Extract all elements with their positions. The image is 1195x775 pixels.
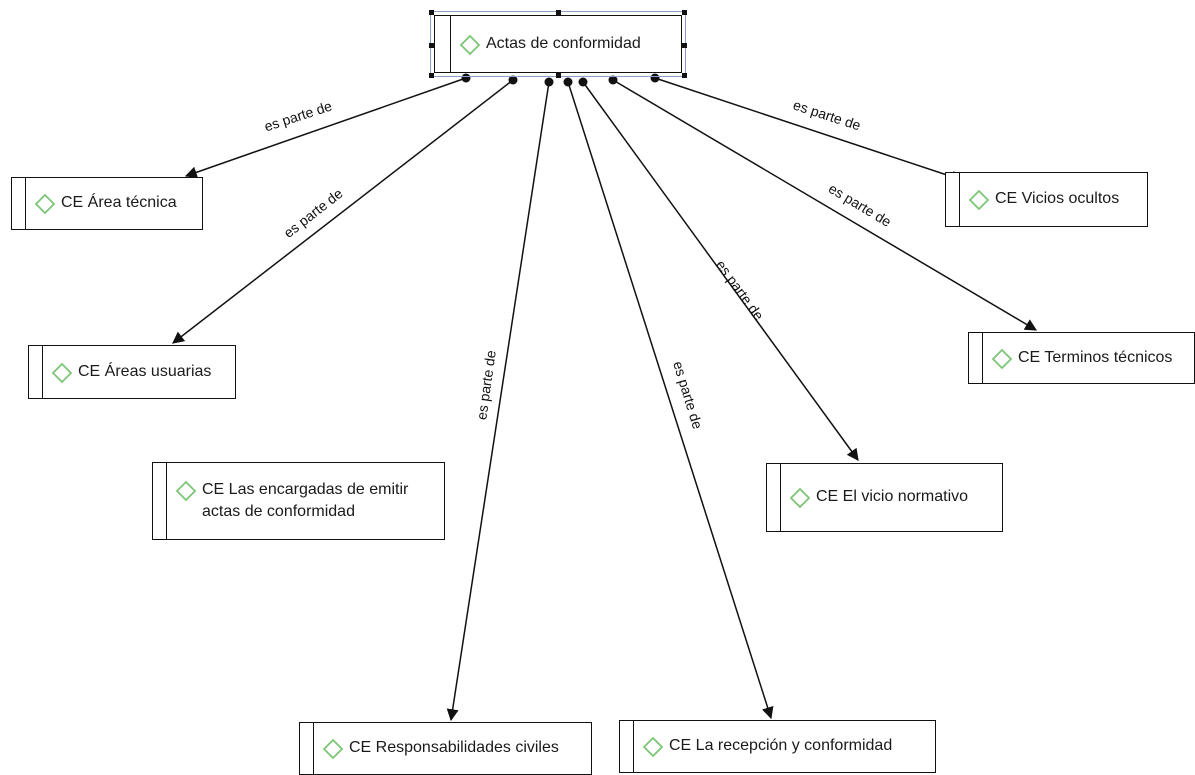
edge-line[interactable] (582, 81, 859, 461)
root-node[interactable]: Actas de conformidad (429, 10, 687, 78)
node-bar (633, 721, 634, 772)
diamond-icon (642, 736, 664, 758)
node-label: CE Terminos técnicos (1018, 348, 1173, 366)
diamond-icon (968, 189, 990, 211)
edge-line[interactable] (654, 77, 964, 183)
resize-handle[interactable] (429, 43, 434, 48)
node-label: CE El vicio normativo (816, 488, 969, 505)
node-encargadas[interactable]: CE Las encargadas de emitir actas de con… (152, 462, 445, 540)
node-label: CE Área técnica (61, 194, 177, 211)
resize-handle[interactable] (682, 43, 687, 48)
edge-line[interactable] (567, 81, 774, 720)
diamond-icon (991, 348, 1013, 369)
node-vicios-ocultos[interactable]: CE Vicios ocultos (945, 172, 1148, 227)
diamond-icon (34, 193, 56, 215)
diamond-icon (789, 487, 811, 509)
resize-handle[interactable] (556, 73, 561, 78)
diamond-icon (51, 362, 73, 383)
edge-anchor-dot (544, 77, 554, 87)
node-label: CE Vicios ocultos (995, 190, 1120, 207)
node-bar (959, 173, 960, 226)
edge-line[interactable] (446, 81, 550, 722)
resize-handle[interactable] (682, 73, 687, 78)
node-bar (25, 178, 26, 229)
node-vicio-normativo[interactable]: CE El vicio normativo (766, 463, 1003, 532)
edge-anchor-dot (650, 73, 660, 83)
node-bar (450, 16, 451, 72)
edge-anchor-dot (508, 75, 518, 85)
diamond-icon (175, 480, 197, 502)
edge-line[interactable] (172, 79, 514, 344)
resize-handle[interactable] (429, 73, 434, 78)
resize-handle[interactable] (682, 10, 687, 15)
diamond-icon (322, 738, 344, 760)
edge-anchor-dot (563, 77, 573, 87)
diamond-icon (459, 34, 481, 55)
resize-handle[interactable] (429, 10, 434, 15)
resize-handle[interactable] (556, 10, 561, 15)
edge-anchor-dot (608, 75, 618, 85)
edge-anchor-dot (578, 77, 588, 87)
node-responsabilidades-civiles[interactable]: CE Responsabilidades civiles (299, 722, 592, 775)
edge-line[interactable] (184, 77, 467, 179)
node-bar (780, 464, 781, 531)
node-areas-usuarias[interactable]: CE Áreas usuarias (28, 345, 236, 399)
edge-line[interactable] (612, 79, 1038, 331)
node-bar (313, 723, 314, 774)
node-recepcion-conformidad[interactable]: CE La recepción y conformidad (619, 720, 936, 773)
node-bar (166, 463, 167, 539)
node-label: CE Responsabilidades civiles (349, 739, 559, 756)
node-area-tecnica[interactable]: CE Área técnica (11, 177, 203, 230)
node-label: Actas de conformidad (486, 34, 641, 52)
node-bar (982, 333, 983, 383)
edge-anchor-dot (461, 73, 471, 83)
node-bar (42, 346, 43, 398)
node-label: CE Las encargadas de emitir actas de con… (202, 481, 409, 520)
node-label: CE La recepción y conformidad (669, 737, 893, 754)
node-label: CE Áreas usuarias (78, 362, 212, 380)
node-terminos-tecnicos[interactable]: CE Terminos técnicos (968, 332, 1195, 384)
